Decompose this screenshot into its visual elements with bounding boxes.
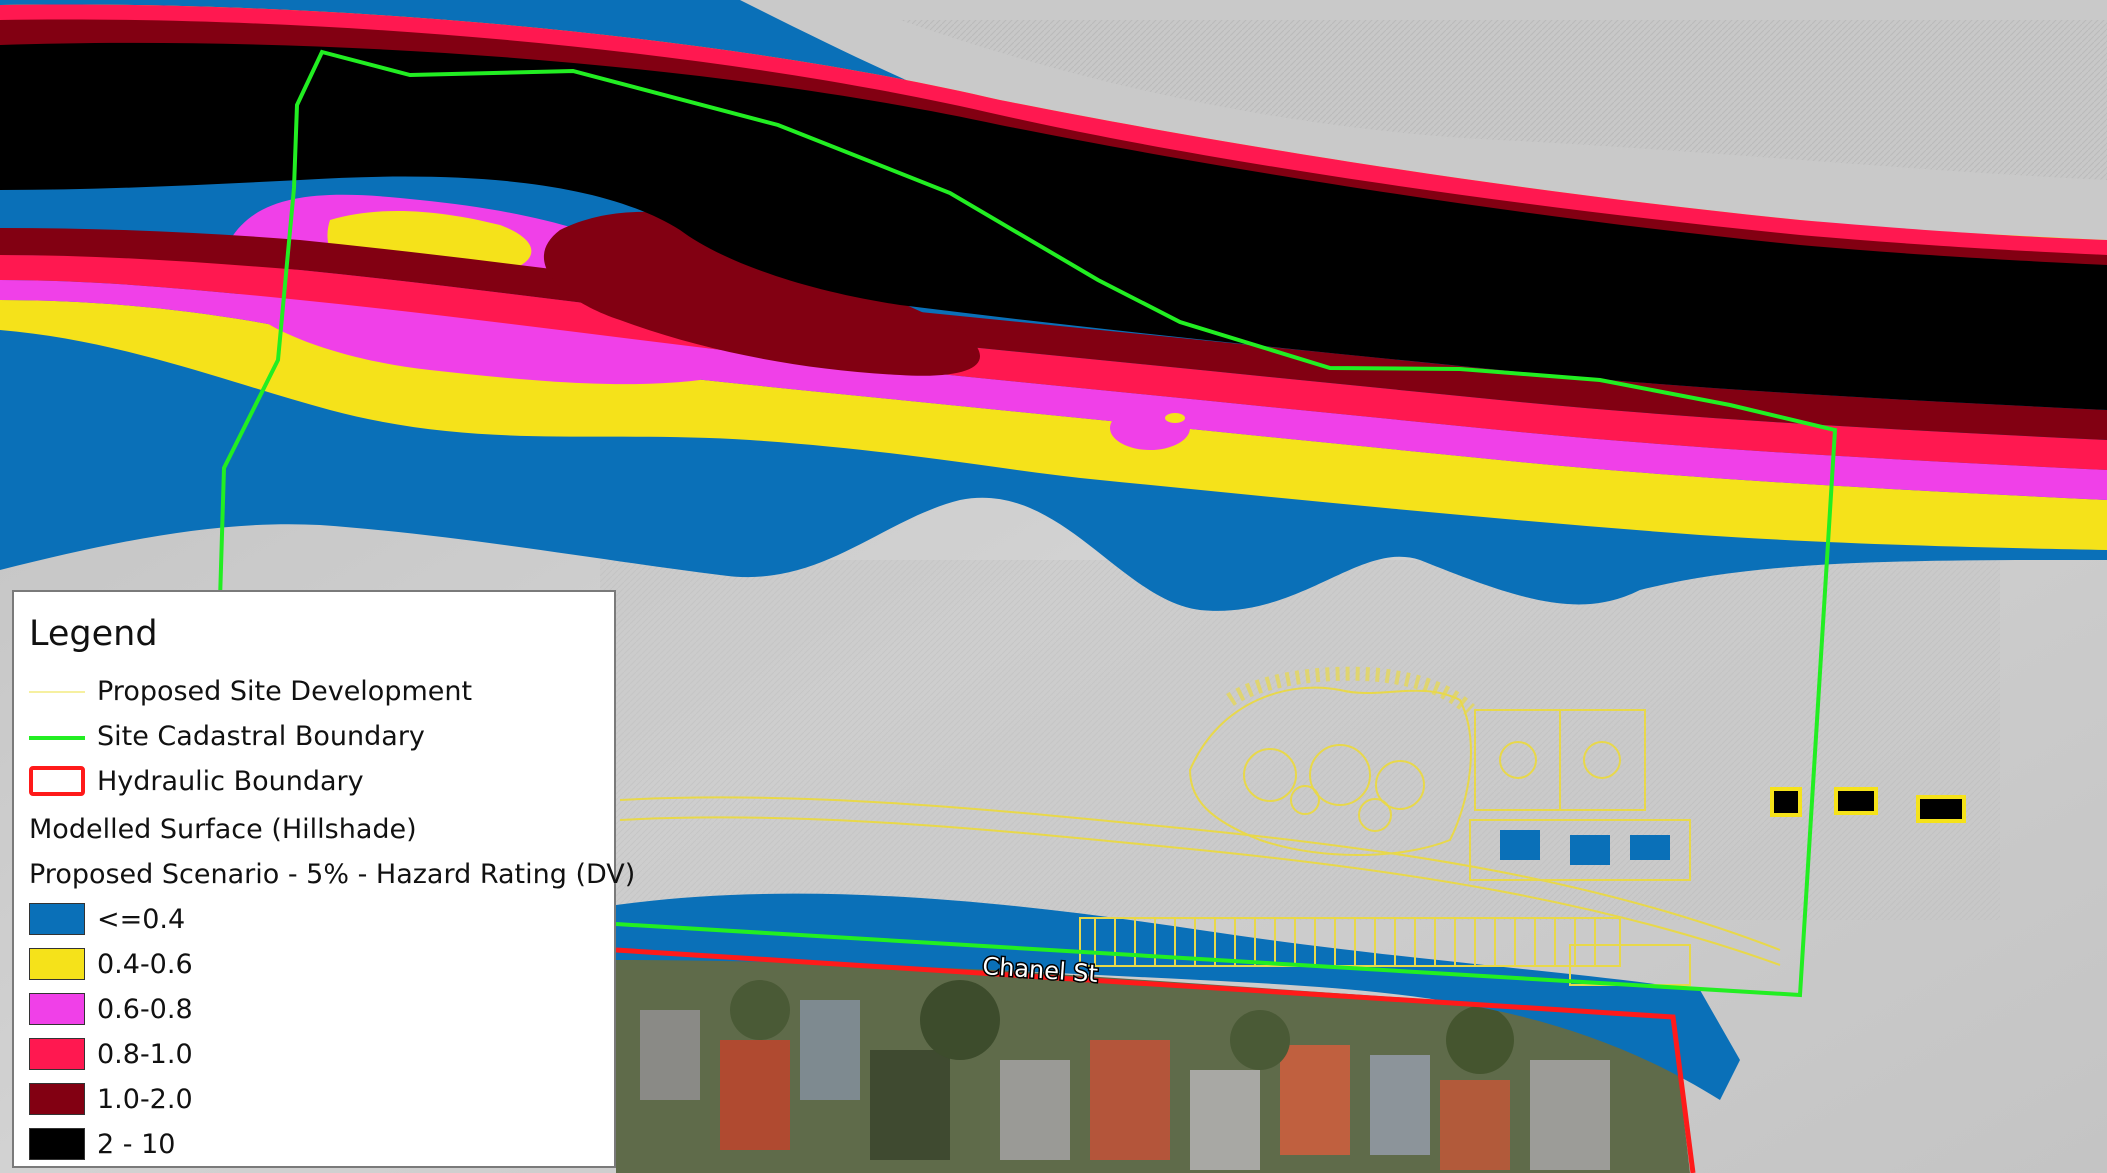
legend-class-label: 2 - 10: [97, 1128, 176, 1160]
legend-scenario-label: Proposed Scenario - 5% - Hazard Rating (…: [29, 859, 636, 890]
legend-item-hydraulic-boundary: Hydraulic Boundary: [29, 764, 364, 798]
legend-item-label: Proposed Site Development: [97, 675, 473, 707]
legend-item-proposed-site-development: Proposed Site Development: [29, 674, 472, 708]
hazard-zone-le-0-4-south: [616, 893, 1740, 1100]
legend-surface-label: Modelled Surface (Hillshade): [29, 814, 417, 845]
site-cadastral-boundary: [213, 49, 1838, 998]
color-swatch: [29, 903, 85, 935]
hydraulic-boundary: [615, 947, 1696, 1173]
legend-title: Legend: [29, 614, 158, 654]
color-swatch: [29, 1083, 85, 1115]
thin-line-symbol: [29, 675, 85, 707]
legend-class-label: 0.6-0.8: [97, 993, 193, 1025]
green-line-symbol: [29, 720, 85, 752]
legend-class-label: 0.8-1.0: [97, 1038, 193, 1070]
legend-item-label: Hydraulic Boundary: [97, 765, 364, 797]
color-swatch: [29, 1038, 85, 1070]
hazard-zone-1-0-2-0: [0, 228, 2107, 440]
hazard-zone-0-4-0-6-island: [1165, 413, 1185, 423]
isolated-ponding-areas: [1500, 787, 1966, 865]
legend-class-label: 1.0-2.0: [97, 1083, 193, 1115]
legend-class-1-0-2-0: 1.0-2.0: [29, 1082, 193, 1116]
legend-class-0-8-1-0: 0.8-1.0: [29, 1037, 193, 1071]
legend-class-label: <=0.4: [97, 903, 186, 935]
hazard-zone-0-8-1-0: [0, 255, 2107, 470]
legend-class-0-4-0-6: 0.4-0.6: [29, 947, 193, 981]
color-swatch: [29, 948, 85, 980]
legend-class-le-0-4: <=0.4: [29, 902, 185, 936]
street-label: Chanel St: [982, 952, 1099, 988]
north-bank-shading: [900, 20, 2107, 180]
legend-class-0-6-0-8: 0.6-0.8: [29, 992, 193, 1026]
hazard-zone-1-0-2-0-west: [543, 211, 980, 376]
hazard-zone-0-6-0-8-island: [1110, 406, 1190, 450]
color-swatch: [29, 1128, 85, 1160]
color-swatch: [29, 993, 85, 1025]
proposed-site-development: [619, 666, 1781, 986]
legend-item-label: Site Cadastral Boundary: [97, 720, 425, 752]
legend-panel: Legend Proposed Site Development Site Ca…: [12, 590, 635, 1168]
red-outline-symbol: [29, 766, 85, 796]
legend-class-label: 0.4-0.6: [97, 948, 193, 980]
legend-class-2-10: 2 - 10: [29, 1127, 175, 1161]
hillshade-texture-south: [600, 560, 2000, 920]
hazard-zone-2-10: [0, 42, 2107, 411]
legend-item-site-cadastral-boundary: Site Cadastral Boundary: [29, 719, 425, 753]
